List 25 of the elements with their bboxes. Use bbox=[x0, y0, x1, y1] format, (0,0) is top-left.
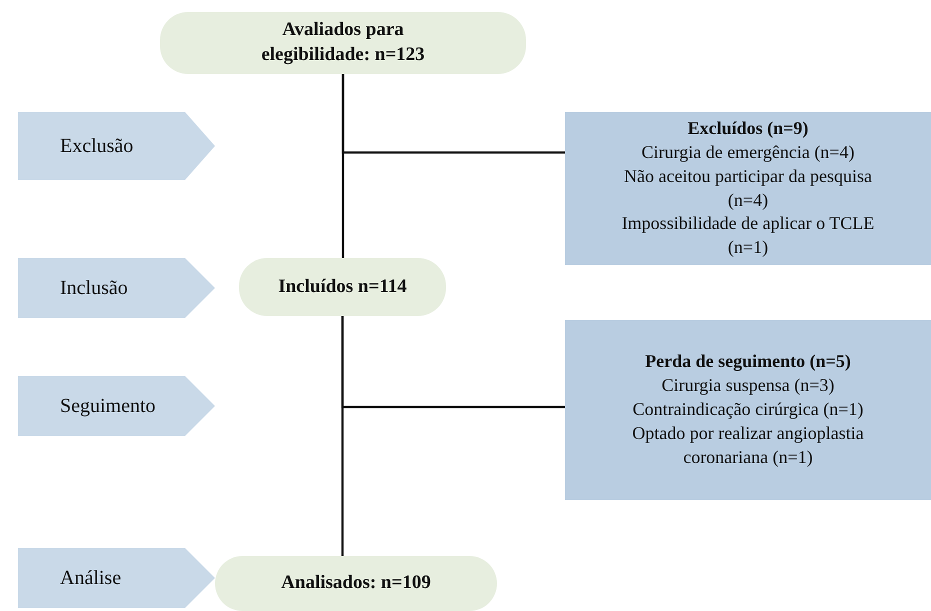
rounded-box bbox=[160, 12, 526, 74]
stage-arrow bbox=[18, 548, 215, 608]
info-box bbox=[565, 112, 931, 265]
box-item: Não aceitou participar da pesquisa (n=4) bbox=[623, 164, 873, 212]
box-item: Impossibilidade de aplicar o TCLE (n=1) bbox=[620, 212, 876, 260]
stage-arrow bbox=[18, 376, 215, 436]
stage-arrow bbox=[18, 258, 215, 318]
box-item: Optado por realizar angioplastia coronariana (n=1) bbox=[631, 422, 865, 469]
box-item: Cirurgia suspensa (n=3) bbox=[662, 374, 834, 398]
stage-label: Análise bbox=[60, 566, 122, 590]
connector-line bbox=[342, 74, 565, 154]
box-item: Cirurgia de emergência (n=4) bbox=[642, 140, 854, 164]
info-box bbox=[565, 320, 931, 500]
rounded-box bbox=[239, 258, 446, 316]
box-heading: Excluídos (n=9) bbox=[688, 116, 808, 140]
stage-label: Inclusão bbox=[60, 276, 128, 300]
box-label: Incluídos n=114 bbox=[278, 274, 407, 299]
connector-line bbox=[341, 316, 565, 408]
box-item: Contraindicação cirúrgica (n=1) bbox=[632, 398, 864, 422]
stage-label: Exclusão bbox=[60, 134, 134, 158]
box-label: Avaliados para elegibilidade: n=123 bbox=[260, 18, 426, 67]
stage-label: Seguimento bbox=[60, 394, 156, 418]
box-heading: Perda de seguimento (n=5) bbox=[645, 350, 851, 374]
stage-arrow bbox=[18, 112, 215, 180]
box-label: Analisados: n=109 bbox=[281, 571, 431, 596]
